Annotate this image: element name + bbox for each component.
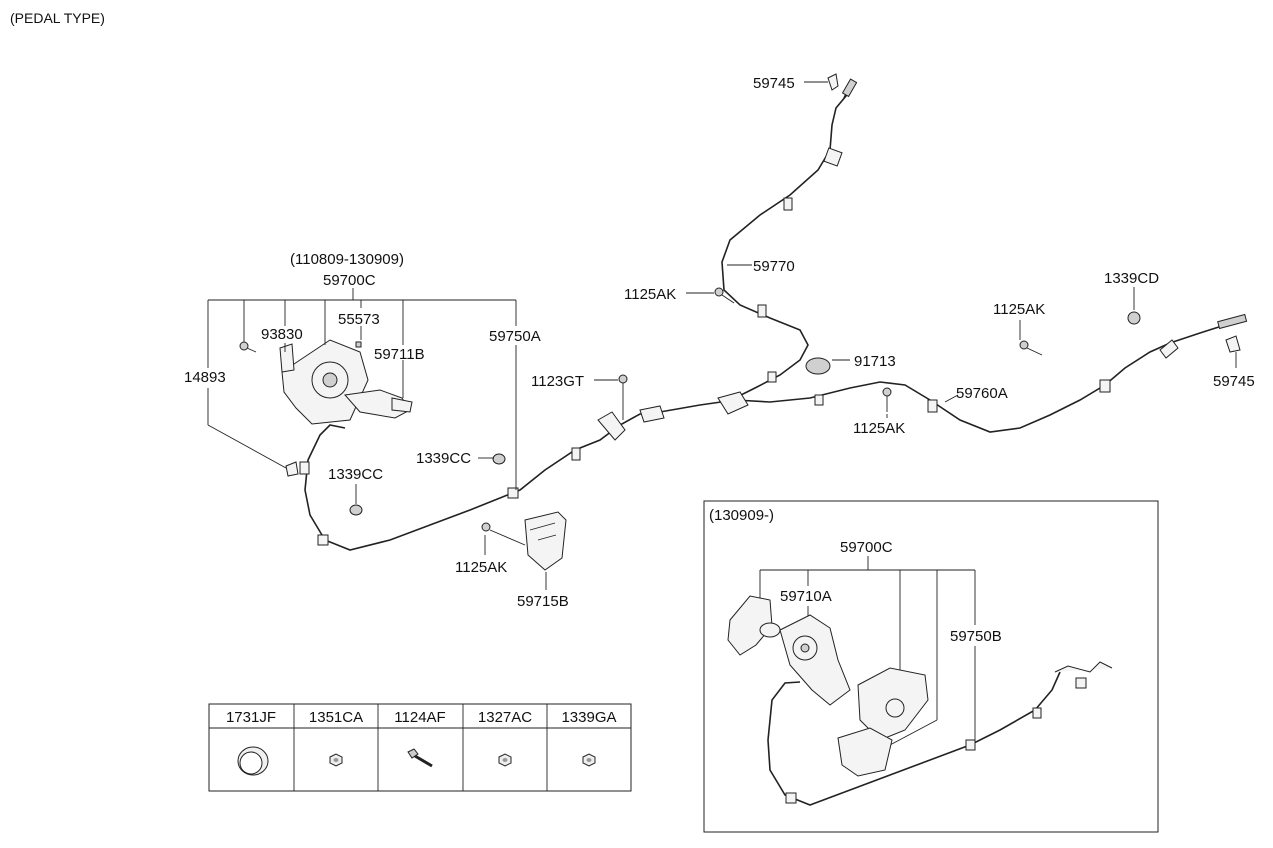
- leader-lines: [207, 81, 1237, 590]
- label-59750A: 59750A: [489, 328, 541, 345]
- label-93830: 93830: [261, 326, 303, 343]
- parts-table: 1731JF 1351CA 1124AF 1327AC 1339GA: [208, 703, 632, 792]
- label-1339CC-a: 1339CC: [416, 450, 471, 467]
- label-1125AK-a: 1125AK: [624, 286, 676, 303]
- label-59770: 59770: [753, 258, 795, 275]
- label-1339CD: 1339CD: [1104, 270, 1159, 287]
- cable-clip: [767, 371, 777, 383]
- nut-1339CC-a: [492, 453, 506, 465]
- table-header-1124AF: 1124AF: [394, 709, 445, 726]
- cable-clip: [757, 304, 767, 318]
- clip-59745-top: [827, 73, 858, 98]
- cable-clip: [571, 447, 581, 461]
- cable-clip: [927, 399, 938, 413]
- nut-icon: [498, 753, 512, 767]
- label-1123GT: 1123GT: [531, 373, 584, 390]
- inset-panel: (130909-) 59700C 59710A 59750B: [703, 500, 1159, 833]
- clip-14893: [285, 461, 299, 477]
- label-59745-top: 59745: [753, 75, 795, 92]
- cable-bracket: [823, 147, 843, 167]
- bracket-59715B: [481, 511, 567, 571]
- cable-clip: [814, 394, 824, 406]
- nut-1339CC-b: [349, 504, 363, 516]
- label-59760A: 59760A: [956, 385, 1008, 402]
- inset-label-59700C: 59700C: [840, 539, 893, 556]
- nut-icon: [329, 753, 343, 767]
- label-59715B: 59715B: [517, 593, 569, 610]
- cable-clip: [317, 534, 329, 546]
- inset-pedal-arm: [779, 614, 851, 706]
- inset-label-59750B: 59750B: [950, 628, 1002, 645]
- cable-clip: [783, 197, 793, 211]
- label-1125AK-c: 1125AK: [853, 420, 905, 437]
- bolt-1123GT: [618, 374, 628, 420]
- cable-clip: [1099, 379, 1111, 393]
- cable-59760A: [734, 314, 1246, 433]
- cable-equalizer: [597, 391, 749, 441]
- label-59711B: 59711B: [374, 346, 425, 363]
- label-1339CC-b: 1339CC: [328, 466, 383, 483]
- cable-59770: [721, 85, 853, 399]
- label-14893: 14893: [184, 369, 226, 386]
- table-header-1731JF: 1731JF: [226, 709, 276, 726]
- label-date-range: (110809-130909): [290, 251, 404, 268]
- label-55573: 55573: [338, 311, 380, 328]
- pedal-assembly-59700C: [239, 339, 413, 425]
- label-91713: 91713: [854, 353, 896, 370]
- bolt-1125AK-a: [714, 287, 735, 304]
- page-title: (PEDAL TYPE): [10, 10, 105, 26]
- nut-1339CD: [1127, 311, 1141, 325]
- label-1125AK-d: 1125AK: [455, 559, 507, 576]
- table-header-1351CA: 1351CA: [309, 709, 363, 726]
- grommet-91713: [805, 357, 831, 375]
- bolt-1125AK-c: [882, 387, 892, 412]
- bolt-icon: [407, 748, 433, 768]
- label-59745-right: 59745: [1213, 373, 1255, 390]
- plug-icon: [237, 746, 269, 776]
- cable-clip: [507, 487, 519, 499]
- nut-icon: [582, 753, 596, 767]
- cable-end-right: [1159, 313, 1248, 359]
- inset-title: (130909-): [709, 507, 774, 524]
- label-1125AK-b: 1125AK: [993, 301, 1045, 318]
- inset-label-59710A: 59710A: [780, 588, 832, 605]
- table-header-1339GA: 1339GA: [561, 709, 616, 726]
- inset-pedal-pad: [837, 727, 893, 777]
- label-59700C-main: 59700C: [323, 272, 376, 289]
- cable-clip: [299, 461, 310, 475]
- bolt-1125AK-b: [1019, 340, 1043, 356]
- table-header-1327AC: 1327AC: [478, 709, 532, 726]
